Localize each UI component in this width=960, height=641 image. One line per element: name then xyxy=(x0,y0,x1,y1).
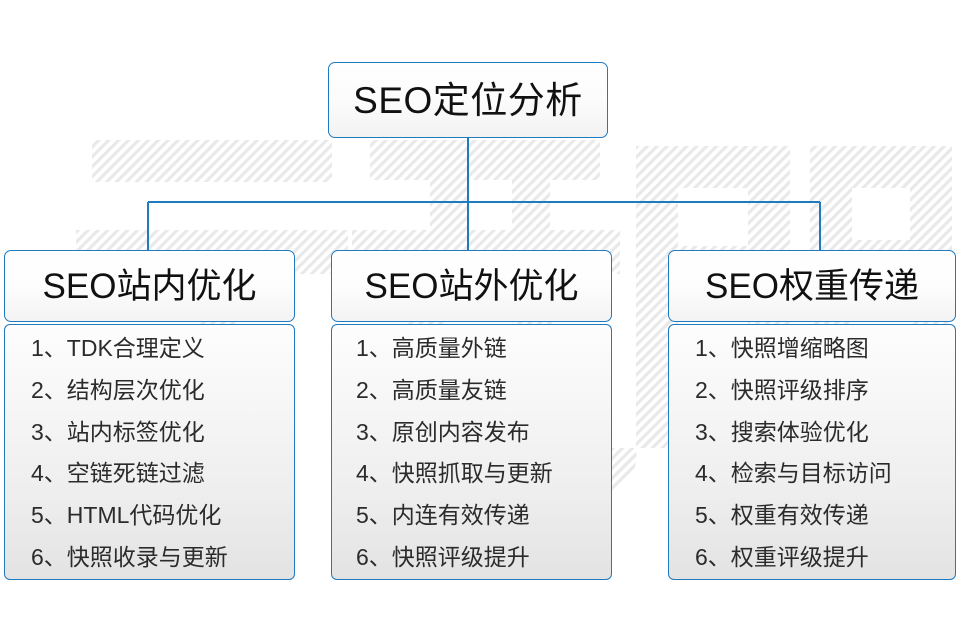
list-item: 4、空链死链过滤 xyxy=(31,460,205,487)
branch-list-seo-weight: 1、快照增缩略图 2、快照评级排序 3、搜索体验优化 4、检索与目标访问 5、权… xyxy=(668,324,956,580)
root-node[interactable]: SEO定位分析 xyxy=(328,62,608,138)
list-item: 1、快照增缩略图 xyxy=(695,335,869,361)
branch-header-label: SEO站外优化 xyxy=(364,266,579,306)
list-item: 2、高质量友链 xyxy=(356,376,507,403)
branch-list-seo-offsite: 1、高质量外链 2、高质量友链 3、原创内容发布 4、快照抓取与更新 5、内连有… xyxy=(331,324,612,580)
list-item: 6、快照收录与更新 xyxy=(31,543,228,570)
list-item: 3、搜索体验优化 xyxy=(695,418,869,445)
list-item: 3、站内标签优化 xyxy=(31,418,205,445)
branch-header-label: SEO站内优化 xyxy=(42,266,257,306)
root-node-label: SEO定位分析 xyxy=(353,79,583,121)
branch-header-seo-offsite[interactable]: SEO站外优化 xyxy=(331,250,612,322)
list-item: 1、TDK合理定义 xyxy=(31,335,205,361)
list-item: 6、快照评级提升 xyxy=(356,543,530,570)
list-item: 2、结构层次优化 xyxy=(31,376,205,403)
list-item: 4、快照抓取与更新 xyxy=(356,460,553,487)
branch-header-label: SEO权重传递 xyxy=(705,266,919,306)
branch-column-seo-offsite: SEO站外优化 1、高质量外链 2、高质量友链 3、原创内容发布 4、快照抓取与… xyxy=(331,250,612,580)
branch-list-seo-onsite: 1、TDK合理定义 2、结构层次优化 3、站内标签优化 4、空链死链过滤 5、H… xyxy=(4,324,295,580)
branch-header-seo-weight[interactable]: SEO权重传递 xyxy=(668,250,956,322)
branch-column-seo-onsite: SEO站内优化 1、TDK合理定义 2、结构层次优化 3、站内标签优化 4、空链… xyxy=(4,250,295,580)
list-item: 6、权重评级提升 xyxy=(695,543,869,570)
list-item: 5、HTML代码优化 xyxy=(31,502,222,529)
list-item: 5、内连有效传递 xyxy=(356,502,530,529)
list-item: 3、原创内容发布 xyxy=(356,418,530,445)
list-item: 1、高质量外链 xyxy=(356,335,507,361)
list-item: 5、权重有效传递 xyxy=(695,502,869,529)
branch-header-seo-onsite[interactable]: SEO站内优化 xyxy=(4,250,295,322)
branch-column-seo-weight: SEO权重传递 1、快照增缩略图 2、快照评级排序 3、搜索体验优化 4、检索与… xyxy=(668,250,956,580)
list-item: 4、检索与目标访问 xyxy=(695,460,892,487)
list-item: 2、快照评级排序 xyxy=(695,376,869,403)
